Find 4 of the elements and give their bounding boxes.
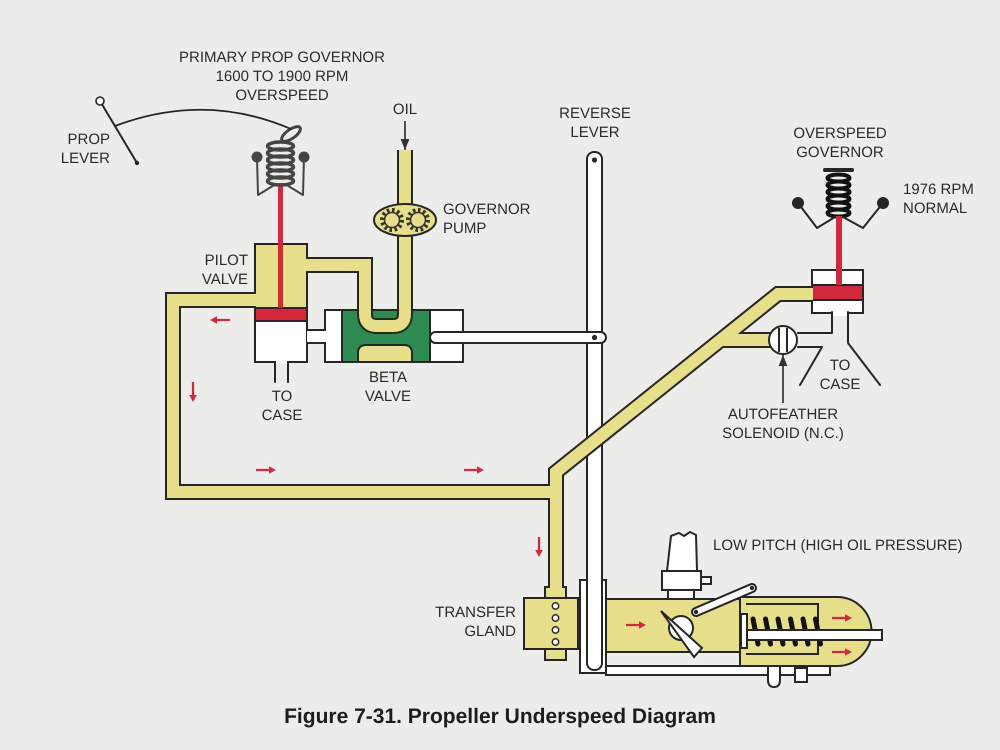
part-label: PRIMARY PROP GOVERNOR 1600 TO 1900 RPM OVERSPEED: [178, 48, 386, 105]
part-label: PROP LEVER: [60, 130, 110, 168]
figure-caption: Figure 7-31. Propeller Underspeed Diagram: [284, 704, 716, 730]
speed-setting-label: 1976 RPM NORMAL: [903, 180, 975, 218]
